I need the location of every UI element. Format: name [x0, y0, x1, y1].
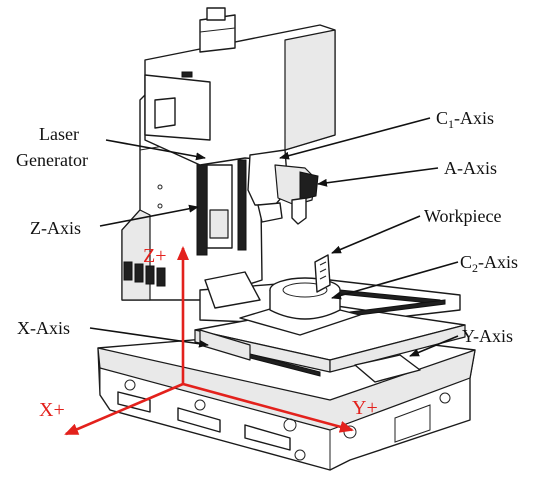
c2-axis-main: C [460, 252, 472, 272]
laser-generator-leader [105, 139, 206, 161]
c2-axis-subscript: 2 [472, 261, 478, 275]
laser-generator-label-line2: Generator [16, 150, 88, 170]
machine-drawing [97, 7, 476, 471]
z-axis-leader [99, 204, 199, 227]
z-axis-label: Z-Axis [30, 218, 81, 238]
workpiece-label: Workpiece [424, 206, 502, 226]
machine-head [144, 7, 336, 225]
machine-tables [194, 254, 466, 383]
a-axis-label: A-Axis [444, 158, 497, 178]
x-plus-label: X+ [39, 399, 65, 421]
a-axis-leader [317, 167, 439, 187]
workpiece-leader [331, 215, 421, 254]
labels: Laser Generator C1-Axis A-Axis Z-Axis Wo… [16, 108, 518, 421]
y-plus-arrow [182, 382, 354, 433]
coordinate-axes [64, 246, 354, 436]
x-axis-leader [89, 327, 209, 348]
c1-axis-rest: -Axis [454, 108, 494, 128]
c2-axis-leader [331, 261, 459, 300]
laser-generator-label-line1: Laser [39, 124, 79, 144]
x-axis-label: X-Axis [17, 318, 70, 338]
c1-axis-leader [279, 117, 431, 160]
z-plus-label: Z+ [143, 245, 167, 267]
x-plus-arrow [64, 382, 184, 436]
leader-lines [89, 117, 459, 357]
c2-axis-label: C2-Axis [460, 252, 518, 275]
y-axis-label: Y-Axis [462, 326, 513, 346]
c1-axis-main: C [436, 108, 448, 128]
c1-axis-subscript: 1 [448, 117, 454, 131]
c1-axis-label: C1-Axis [436, 108, 494, 131]
c2-axis-rest: -Axis [478, 252, 518, 272]
y-axis-leader [409, 335, 459, 357]
y-plus-label: Y+ [352, 397, 378, 419]
